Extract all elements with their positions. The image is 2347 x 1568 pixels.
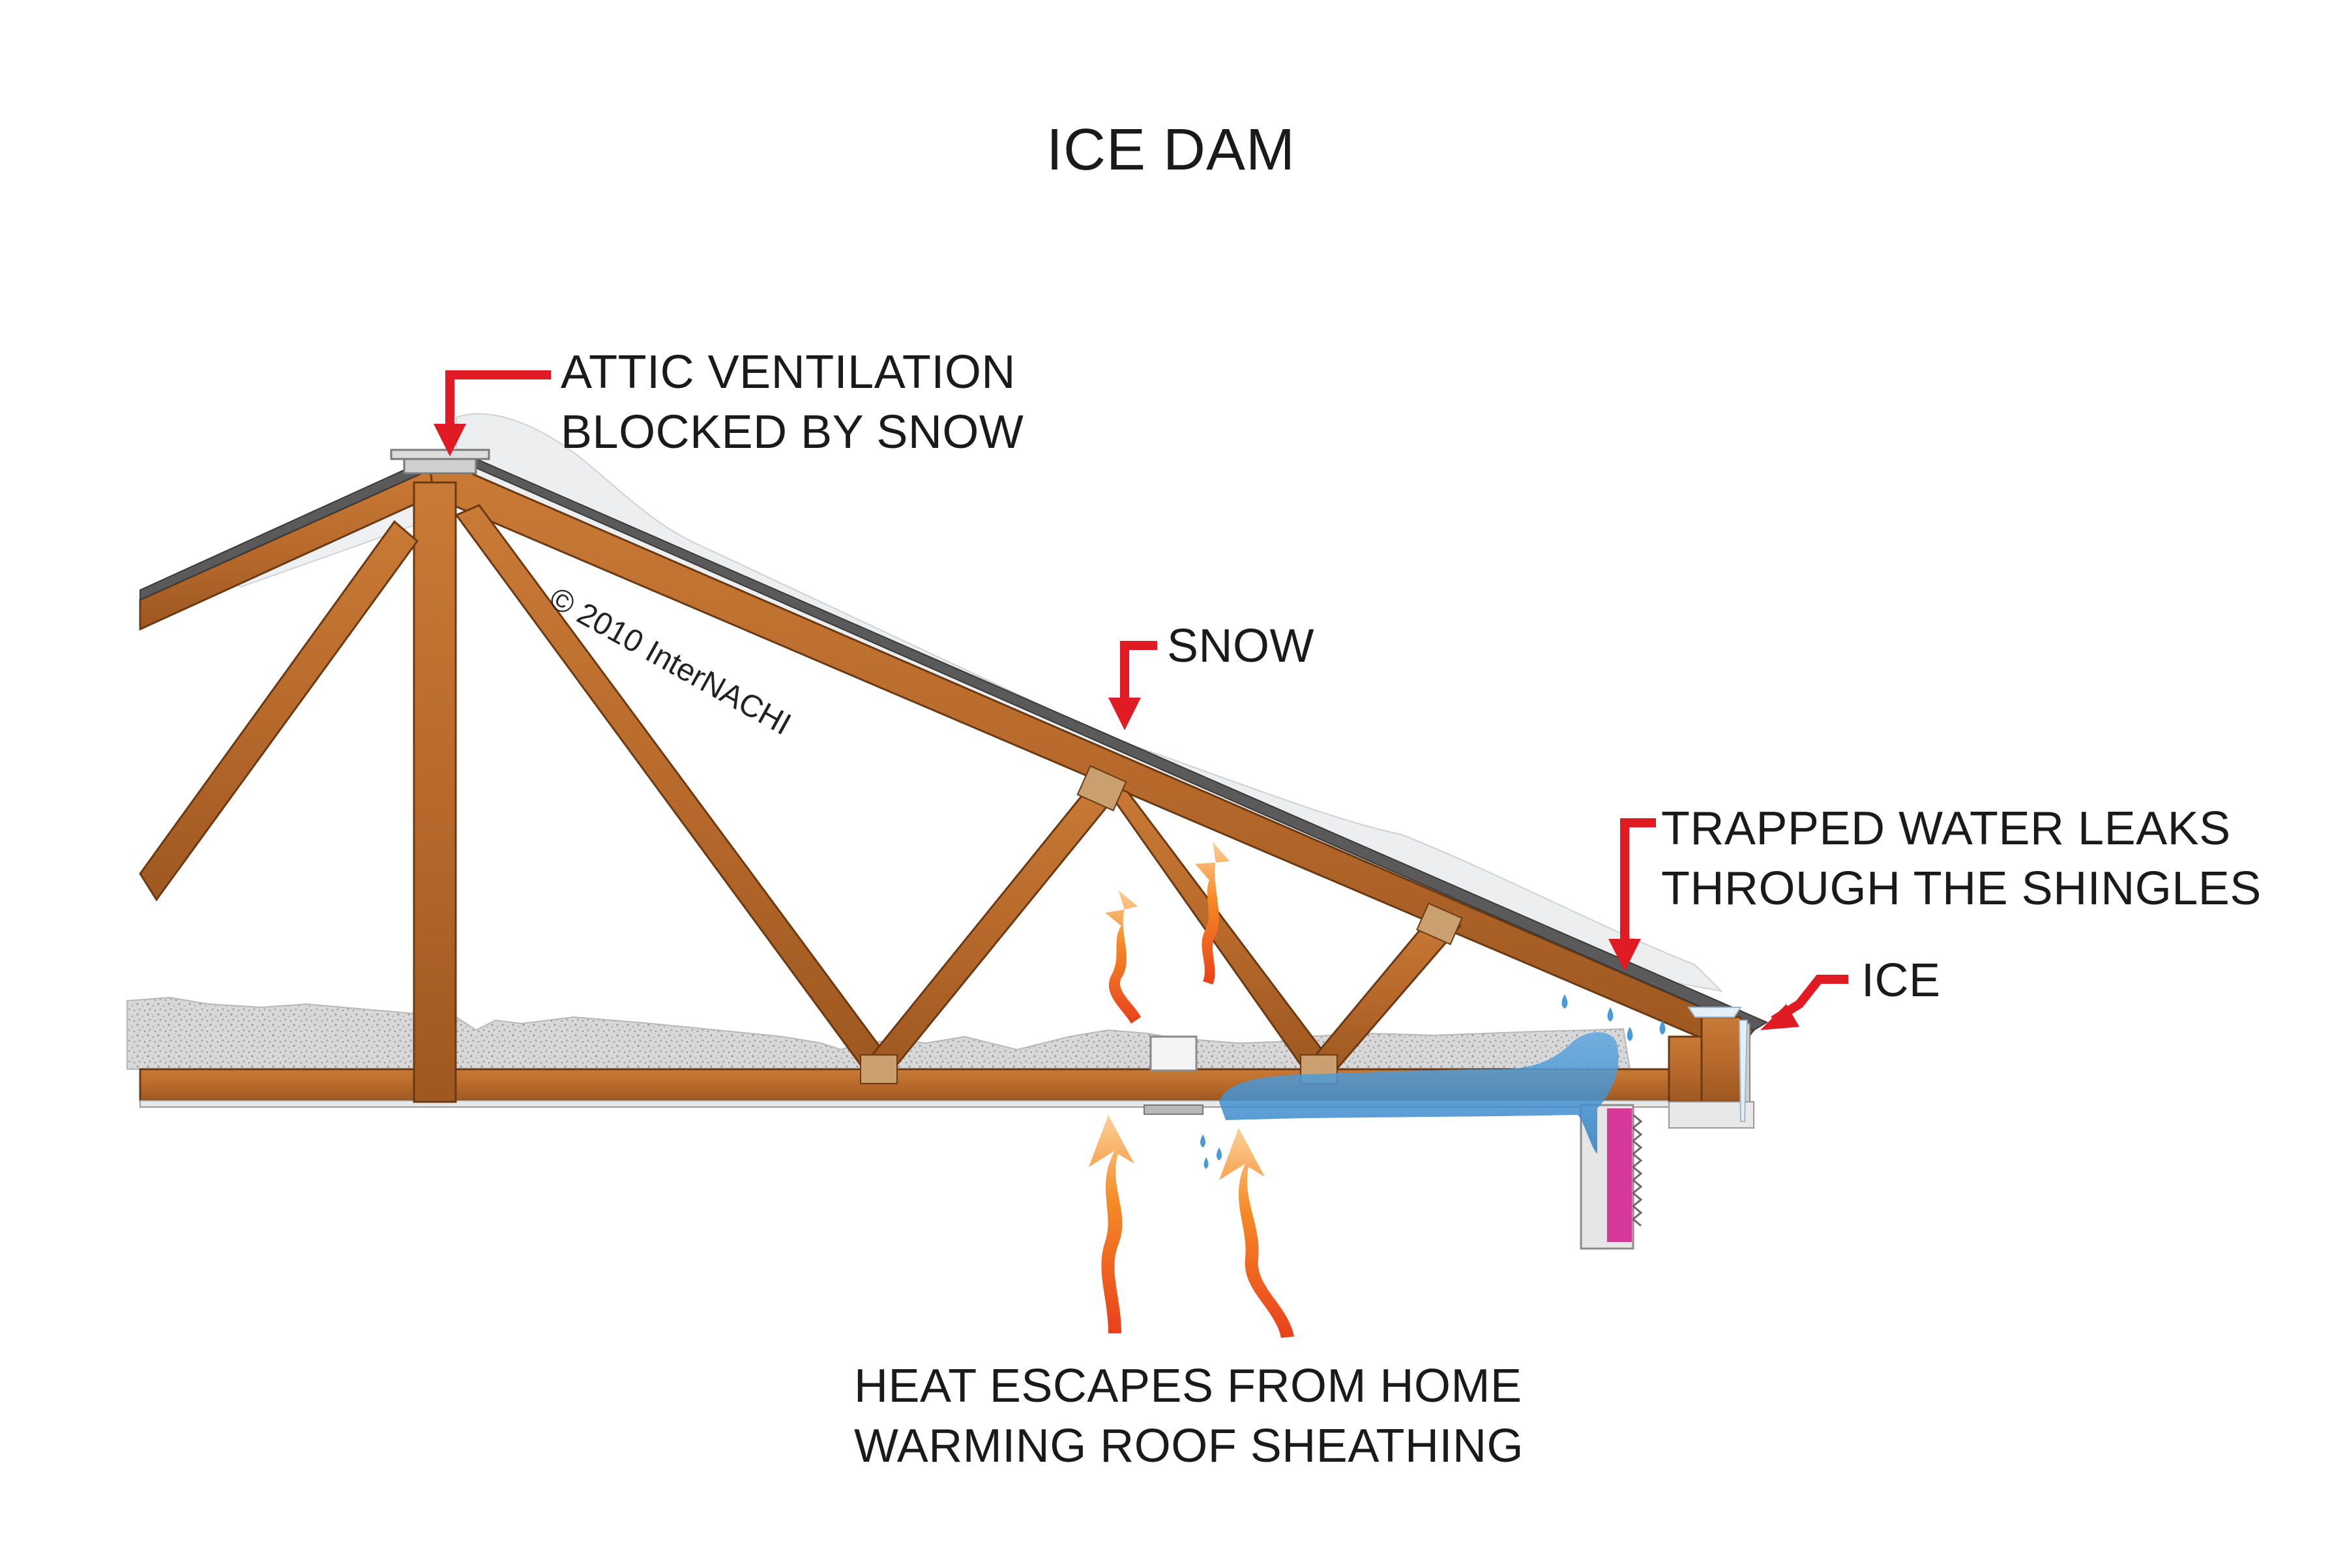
top-chord-right xyxy=(429,463,1756,1051)
heat-arrow-3 xyxy=(1089,1115,1134,1333)
web-2 xyxy=(858,778,1123,1071)
label-ice: ICE xyxy=(1861,954,1941,1007)
ice-formation xyxy=(1687,1007,1749,1122)
diagram-title: ICE DAM xyxy=(1046,117,1296,183)
label-trapped-water-line-1: TRAPPED WATER LEAKS xyxy=(1661,803,2231,855)
label-snow: SNOW xyxy=(1167,620,1314,672)
snow-layer xyxy=(456,413,1723,992)
vertical-post xyxy=(413,481,457,1103)
callout-arrowheads xyxy=(434,424,1799,1030)
ceiling-light xyxy=(1144,1035,1203,1115)
ridge-vent xyxy=(390,449,490,475)
label-attic-ventilation-line-2: BLOCKED BY SNOW xyxy=(561,406,1024,458)
label-trapped-water: TRAPPED WATER LEAKS THROUGH THE SHINGLES xyxy=(1661,799,2262,919)
trapped-water xyxy=(1219,1032,1619,1154)
callout-attic-ventilation xyxy=(445,370,551,430)
callout-trapped-water xyxy=(1620,818,1656,945)
label-heat-escapes-line-2: WARMING ROOF SHEATHING xyxy=(854,1420,1524,1472)
heat-arrow-4 xyxy=(1219,1128,1294,1338)
label-heat-escapes: HEAT ESCAPES FROM HOME WARMING ROOF SHEA… xyxy=(854,1356,1524,1476)
web-left xyxy=(139,520,419,902)
heat-arrows xyxy=(1089,842,1294,1338)
eave-box xyxy=(1668,1016,1754,1129)
water-droplets xyxy=(1200,994,1666,1169)
callout-arrows xyxy=(445,370,1848,1024)
gusset-plates xyxy=(860,765,1463,1084)
label-heat-escapes-line-1: HEAT ESCAPES FROM HOME xyxy=(854,1360,1522,1412)
heat-arrow-1 xyxy=(1105,890,1141,1024)
label-attic-ventilation: ATTIC VENTILATION BLOCKED BY SNOW xyxy=(561,342,1024,462)
label-attic-ventilation-line-1: ATTIC VENTILATION xyxy=(561,346,1016,398)
callout-snow xyxy=(1120,641,1157,704)
label-trapped-water-line-2: THROUGH THE SHINGLES xyxy=(1661,863,2262,915)
heat-arrow-2 xyxy=(1195,842,1230,984)
